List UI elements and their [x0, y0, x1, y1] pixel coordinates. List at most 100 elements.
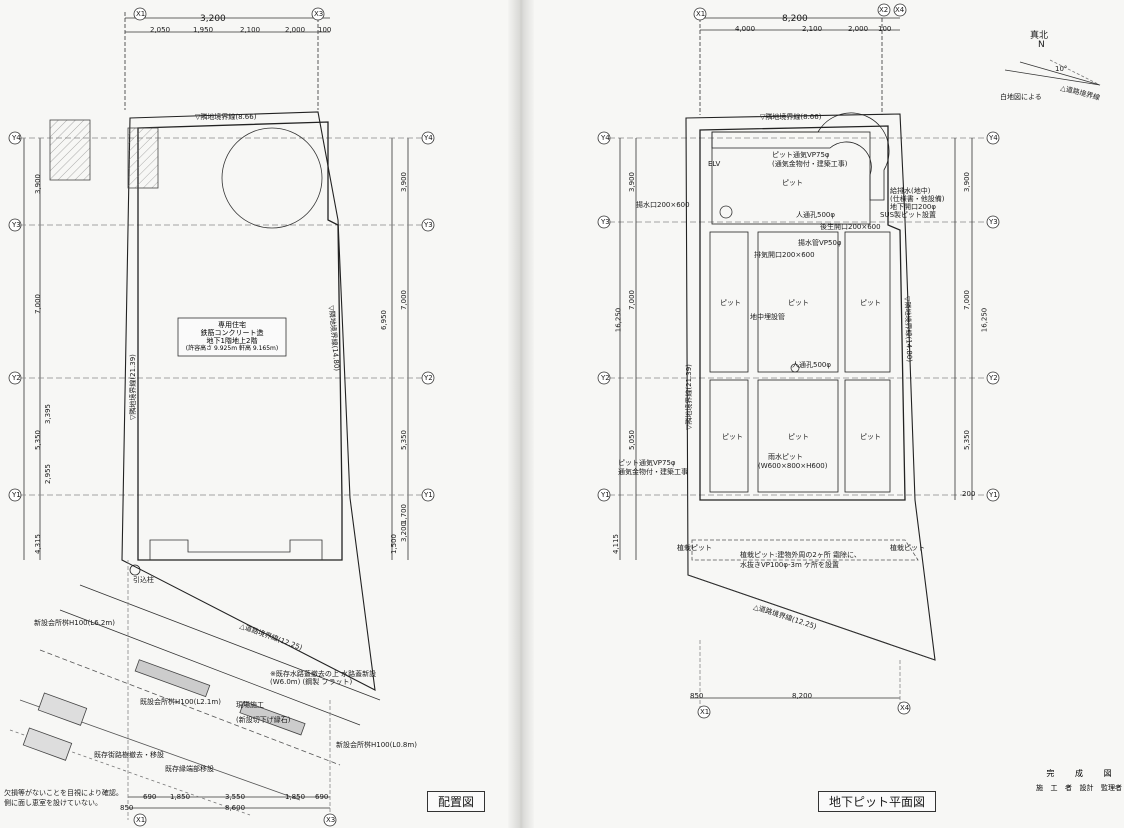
- completion-stamp: 完 成 図 施 工 者 設計 監理者: [1036, 768, 1122, 793]
- left-grid-label-y4: Y4: [12, 134, 21, 142]
- right-drawing-title: 地下ピット平面図: [818, 791, 937, 812]
- left-top-dim-1: 2,050: [150, 26, 171, 34]
- right-pit-plan: [600, 12, 1101, 712]
- stamp-row-1: 施: [1036, 784, 1043, 792]
- left-building-label: 専用住宅 鉄筋コンクリート造 地下1階地上2階 (許容高さ 9.925m 軒高 …: [180, 321, 284, 353]
- left-bottom-dim-2: 1,850: [170, 793, 191, 801]
- right-top-dim-4: 100: [878, 25, 892, 33]
- stamp-row: 施 工 者 設計 監理者: [1036, 783, 1122, 793]
- left-grid-label-y3: Y3: [12, 221, 21, 229]
- pit-label-5: ピット: [788, 433, 809, 441]
- right-bottom-note-1: 植栽ピット:建物外周の2ヶ所 霜除に、: [740, 551, 861, 559]
- building-heights: (許容高さ 9.925m 軒高 9.165m): [185, 345, 279, 352]
- left-grid-label-r-y3: Y3: [424, 221, 433, 229]
- right-note-5: 揚水管VP50φ: [798, 239, 842, 247]
- left-building-label-box: [177, 317, 287, 357]
- left-side-dim-4: 3,395: [44, 403, 53, 425]
- left-grid-label-x3: X3: [314, 10, 324, 18]
- left-utility-pole: [129, 564, 141, 576]
- left-courtyard-circle: [221, 127, 323, 229]
- left-note-1: 新設会所桝H100(L6.2m): [34, 619, 115, 627]
- right-elevator-pit-room: [711, 131, 871, 225]
- right-grid-label-x4-bottom: X4: [900, 704, 910, 712]
- left-bottom-dim-6: 850: [120, 804, 134, 812]
- right-pit-cell-3: [844, 231, 891, 373]
- pit-label-1: ピット: [720, 299, 741, 307]
- left-note-4: 現場施工: [236, 701, 264, 709]
- right-note-6: 人通孔500φ: [792, 361, 831, 369]
- left-side-dim-5: 2,955: [44, 463, 53, 485]
- left-top-dim-4: 2,000: [285, 26, 306, 34]
- north-angle-line-3: [1049, 59, 1101, 86]
- right-top-dim-1: 4,000: [735, 25, 756, 33]
- left-curb-2: [239, 700, 306, 736]
- right-side-dim-5: 4,115: [612, 533, 621, 555]
- right-planting-pit: [691, 539, 919, 561]
- left-grid-label-r-y1: Y1: [424, 491, 433, 499]
- left-top-dim-3: 2,100: [240, 26, 261, 34]
- right-manhole-2: [790, 363, 800, 373]
- right-rside-dim-1: 3,900: [963, 171, 972, 193]
- left-rside-dim-6: 3,200: [400, 521, 409, 543]
- right-bottom-dim-1: 850: [690, 692, 704, 700]
- left-rside-dim-4: 5,350: [400, 429, 409, 451]
- left-footnote-2: 側に面し恵室を設けていない。: [4, 799, 102, 807]
- left-grid-label-y2: Y2: [12, 374, 21, 382]
- left-bottom-dim-4: 1,850: [285, 793, 306, 801]
- left-top-dim-total: 3,200: [200, 14, 226, 24]
- pit-label-7: ピット: [782, 179, 803, 187]
- left-note-2: 既設会所桝H100(L2.1m): [140, 698, 221, 706]
- right-side-dim-1: 3,900: [628, 171, 637, 193]
- left-rside-dim-7: 1,500: [390, 533, 399, 555]
- right-note-3: 人通孔500φ: [796, 211, 835, 219]
- right-road-line: [687, 574, 936, 661]
- left-bottom-dim-5: 690: [315, 793, 329, 801]
- pit-label-2: ピット: [788, 299, 809, 307]
- right-side-dim-2: 7,000: [628, 289, 637, 311]
- left-left-boundary-label: ▽隣地境界線(21.39): [129, 354, 137, 420]
- page-gutter: [508, 0, 534, 828]
- right-note-14: 後生開口200×600: [820, 223, 881, 231]
- left-side-dim-3: 5,350: [34, 429, 43, 451]
- right-note-12: 地下開口200φ: [890, 203, 936, 211]
- left-top-dim-5: 100: [318, 26, 332, 34]
- right-grid-label-r-y4: Y4: [989, 134, 998, 142]
- left-grid-label-x1: X1: [136, 10, 146, 18]
- right-manhole-1: [719, 205, 733, 219]
- right-top-dim-total: 8,200: [782, 14, 808, 24]
- stamp-title-2: 成: [1074, 769, 1083, 778]
- north-angle: 10°: [1055, 65, 1068, 73]
- pit-label-4: ピット: [722, 433, 743, 441]
- right-pit-cell-6: [844, 379, 891, 493]
- left-grid-label-x3-bottom: X3: [326, 816, 336, 824]
- right-note-16: 地中埋設管: [750, 313, 785, 321]
- planting-pit-label-right: 植栽ピット: [890, 544, 925, 552]
- right-side-dim-3: 16,250: [614, 307, 623, 333]
- right-grid-label-y1: Y1: [601, 491, 610, 499]
- right-note-1: ピット通気VP75φ: [772, 151, 830, 159]
- building-structure: 鉄筋コンクリート造: [200, 329, 264, 337]
- left-note-7: 既存街路樹撤去・移設: [94, 751, 164, 759]
- left-note-8: 既存縁端部移設: [165, 765, 214, 773]
- right-rside-dim-4: 5,350: [963, 429, 972, 451]
- right-grid-bubbles: [597, 3, 1000, 719]
- stamp-row-4: 設計: [1079, 784, 1094, 792]
- right-pit-cell-2: [757, 231, 839, 373]
- right-note-10: 給排水(地中): [890, 187, 931, 195]
- left-note-6: 新設会所桝H100(L0.8m): [336, 741, 417, 749]
- left-bottom-dim-3: 3,550: [225, 793, 246, 801]
- left-road-line-1: [79, 584, 381, 701]
- stamp-title-1: 完: [1046, 769, 1055, 778]
- pit-label-3: ピット: [860, 299, 881, 307]
- right-pit-cell-5: [757, 379, 839, 493]
- right-rside-dim-3: 16,250: [980, 307, 989, 333]
- left-entrance-steps: [49, 119, 91, 181]
- left-utility-pole-label: 引込柱: [133, 576, 154, 584]
- right-side-dim-4: 5,050: [628, 429, 637, 451]
- left-road-box-2: [22, 727, 73, 761]
- right-note-elv: ELV: [708, 160, 721, 168]
- water-tank-size: (W600×800×H600): [758, 462, 828, 470]
- right-rside-dim-5: 200: [962, 490, 976, 498]
